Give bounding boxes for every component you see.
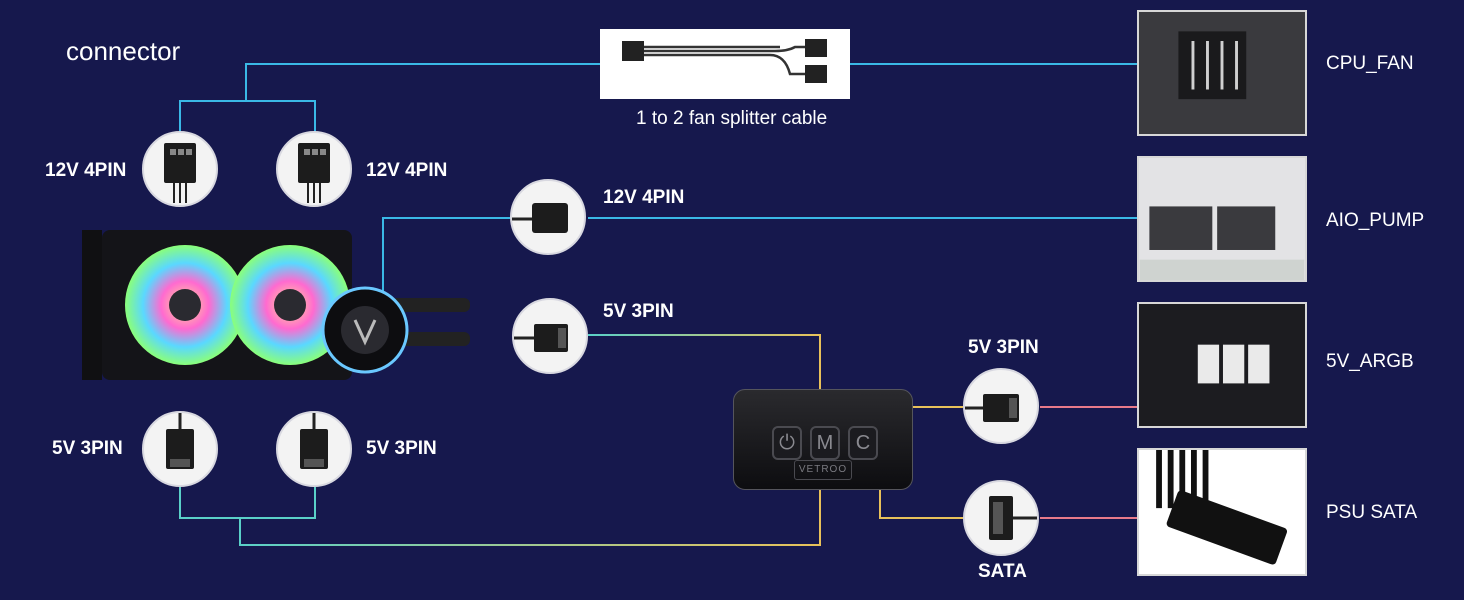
hub-sata-wire (879, 488, 963, 519)
fan-4pin-plug-icon (164, 143, 196, 203)
argb-plug-icon (166, 413, 194, 469)
argb-header-icon (1197, 344, 1270, 384)
fan2-argb-label: 5V 3PIN (366, 438, 437, 459)
fan1-argb-label: 5V 3PIN (52, 438, 123, 459)
aio-pump-header-icon (1139, 206, 1305, 280)
sata-label: SATA (978, 561, 1027, 582)
argb-header-label: 5V_ARGB (1326, 351, 1414, 372)
fan1-4pin-label: 12V 4PIN (45, 160, 127, 181)
splitter-caption: 1 to 2 fan splitter cable (636, 108, 828, 129)
psu-sata-plug-icon (1156, 450, 1287, 565)
fan-4pin-plug-icon (298, 143, 330, 203)
pump-4pin-label: 12V 4PIN (603, 187, 685, 208)
fan2-4pin-label: 12V 4PIN (366, 160, 448, 181)
hub-argb-out-connector (963, 368, 1039, 444)
controller-power-button[interactable]: ⏻ (772, 426, 802, 460)
pump-4pin-plug-icon (512, 203, 568, 233)
psu-sata-photo (1137, 448, 1307, 576)
pump-argb-label: 5V 3PIN (603, 301, 674, 322)
pump-argb-wire (588, 334, 821, 389)
splitter-cable-icon (622, 39, 827, 83)
pump-argb-connector (512, 298, 588, 374)
pump-wire (382, 217, 512, 300)
fan2-argb-connector (276, 411, 352, 487)
aio-cooler-illustration (82, 230, 470, 380)
splitter-cable-image (600, 29, 850, 99)
argb-header-photo (1137, 302, 1307, 428)
pump-4pin-connector (510, 179, 586, 255)
fan-wire (179, 100, 316, 135)
power-icon: ⏻ (779, 432, 795, 454)
argb-controller-hub: ⏻ M C VETROO (733, 389, 913, 490)
cpu-fan-header-photo (1137, 10, 1307, 136)
fan-argb-wire (179, 487, 316, 519)
fan-argb-bus (239, 488, 821, 546)
sata-plug-icon (989, 496, 1037, 540)
controller-color-button[interactable]: C (848, 426, 878, 460)
controller-brand: VETROO (794, 460, 852, 480)
fan1-4pin-connector (142, 131, 218, 207)
argb-plug-icon (965, 394, 1019, 422)
aio-pump-header-photo (1137, 156, 1307, 282)
argb-plug-icon (300, 413, 328, 469)
aio-cooler-image (80, 220, 480, 390)
cpu-fan-header-icon (1178, 31, 1247, 100)
fan1-argb-connector (142, 411, 218, 487)
aio-pump-header-label: AIO_PUMP (1326, 210, 1425, 231)
fan2-4pin-connector (276, 131, 352, 207)
fan-wire (245, 63, 600, 101)
page-title: connector (66, 36, 181, 66)
controller-mode-button[interactable]: M (810, 426, 840, 460)
argb-plug-icon (514, 324, 568, 352)
sata-connector (963, 480, 1039, 556)
psu-sata-label: PSU SATA (1326, 502, 1418, 523)
cpu-fan-header-label: CPU_FAN (1326, 53, 1414, 74)
hub-argb-out-label: 5V 3PIN (968, 337, 1039, 358)
